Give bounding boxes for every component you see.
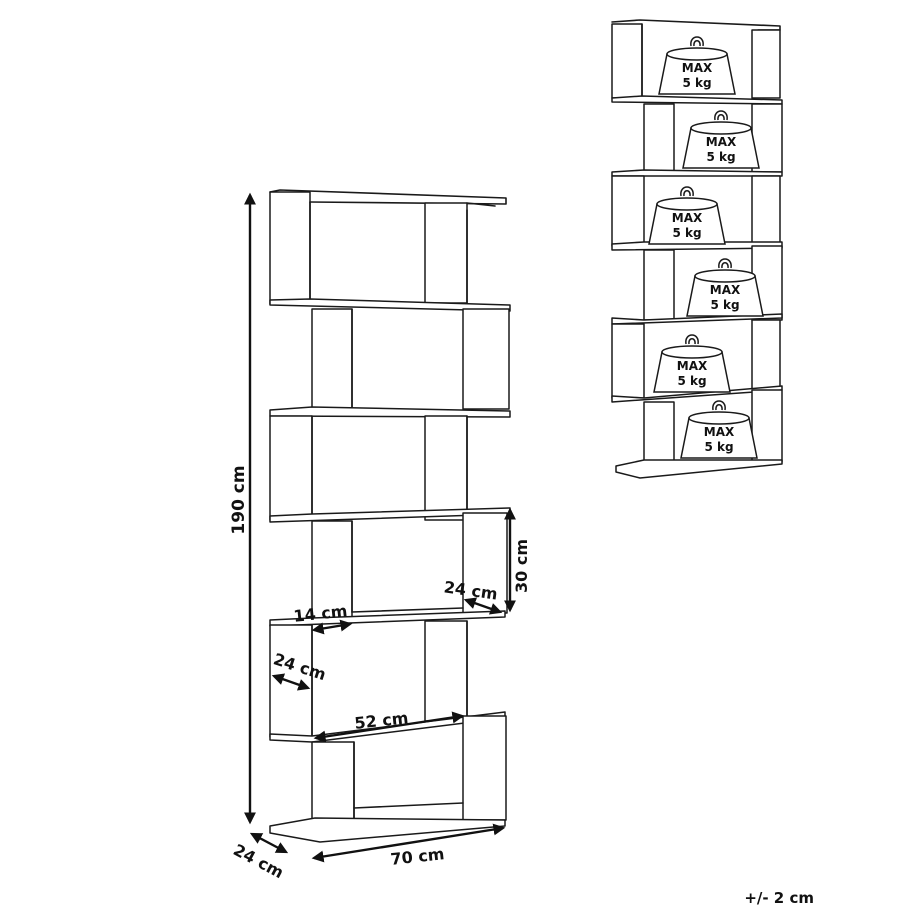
width-dimension-line (311, 823, 506, 863)
svg-text:MAX: MAX (682, 61, 713, 75)
svg-text:MAX: MAX (706, 135, 737, 149)
svg-text:5 kg: 5 kg (677, 374, 706, 388)
weight-icon: MAX 5 kg (648, 186, 726, 245)
height-label: 190 cm (229, 465, 249, 534)
tolerance-note: +/- 2 cm (744, 889, 814, 907)
svg-text:5 kg: 5 kg (710, 298, 739, 312)
weight-icon: MAX 5 kg (682, 110, 760, 169)
inner-width-line (313, 711, 465, 743)
svg-text:5 kg: 5 kg (706, 150, 735, 164)
svg-text:MAX: MAX (704, 425, 735, 439)
width-label: 70 cm (390, 844, 446, 869)
svg-text:5 kg: 5 kg (704, 440, 733, 454)
weight-icon: MAX 5 kg (680, 400, 758, 459)
dimension-lines (244, 192, 516, 863)
compartment-depth-line (463, 597, 503, 615)
side-depth-line (271, 673, 311, 691)
main-bookshelf (269, 189, 511, 843)
svg-text:MAX: MAX (677, 359, 708, 373)
compartment-height-label: 30 cm (512, 539, 531, 593)
weight-icon: MAX 5 kg (653, 334, 731, 393)
depth-dimension-line (249, 832, 289, 854)
svg-text:5 kg: 5 kg (682, 76, 711, 90)
svg-text:5 kg: 5 kg (672, 226, 701, 240)
weight-icon: MAX 5 kg (658, 36, 736, 95)
side-width-line (311, 619, 353, 635)
load-capacity-diagram (611, 19, 783, 479)
weight-icon: MAX 5 kg (686, 258, 764, 317)
svg-text:MAX: MAX (672, 211, 703, 225)
depth-label: 24 cm (230, 840, 287, 882)
svg-text:MAX: MAX (710, 283, 741, 297)
